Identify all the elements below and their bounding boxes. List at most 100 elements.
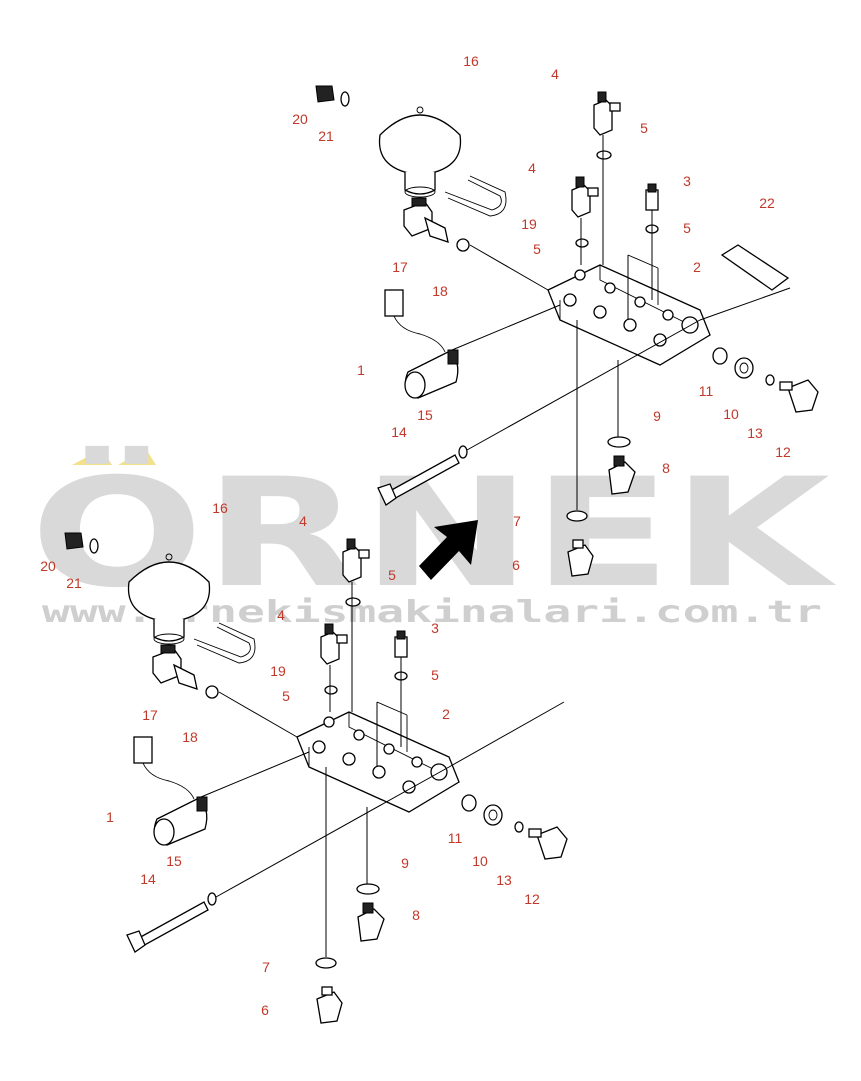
callout-label: 2 <box>693 259 701 275</box>
tee-fitting-mid <box>320 623 348 665</box>
watermark-accent-left <box>72 449 112 465</box>
o-ring-5b <box>324 685 338 695</box>
elbow-fitting <box>403 197 449 243</box>
callout-label: 1 <box>106 809 114 825</box>
adapter-10 <box>734 357 754 379</box>
tee-fitting-top <box>342 538 370 583</box>
callout-label: 22 <box>759 195 775 211</box>
assembly-lines <box>200 582 565 957</box>
tee-fitting-mid <box>571 176 599 218</box>
o-ring-5a <box>596 150 612 160</box>
callout-label: 20 <box>292 111 308 127</box>
cap-nut <box>315 85 350 107</box>
callout-label: 12 <box>775 444 791 460</box>
o-ring-11 <box>461 794 477 812</box>
callout-label: 6 <box>512 557 520 573</box>
direction-arrow <box>419 520 478 580</box>
callout-label: 19 <box>521 216 537 232</box>
o-ring-9 <box>607 436 631 448</box>
callout-label: 8 <box>412 907 420 923</box>
valve-block <box>296 701 460 813</box>
o-ring-5b <box>575 238 589 248</box>
callout-label: 11 <box>699 383 714 399</box>
elbow-fitting-8 <box>608 455 636 495</box>
o-ring-7 <box>566 510 588 522</box>
elbow-fitting-8 <box>357 902 385 942</box>
callout-label: 15 <box>166 853 182 869</box>
elbow-fitting-12 <box>779 379 819 413</box>
callout-label: 14 <box>140 871 156 887</box>
o-ring-5a <box>345 597 361 607</box>
callout-label: 17 <box>392 259 408 275</box>
elbow-fitting <box>152 644 198 690</box>
accumulator <box>127 553 211 645</box>
callout-label: 5 <box>431 667 439 683</box>
callout-label: 18 <box>182 729 198 745</box>
adapter-10 <box>483 804 503 826</box>
callout-label: 12 <box>524 891 540 907</box>
callout-label: 5 <box>640 120 648 136</box>
callout-label: 15 <box>417 407 433 423</box>
solenoid-coil <box>133 736 208 846</box>
callout-label: 4 <box>299 513 307 529</box>
callout-label: 17 <box>142 707 158 723</box>
solenoid-coil <box>384 289 459 399</box>
u-pipe <box>193 622 256 664</box>
elbow-fitting-6 <box>567 539 594 577</box>
callout-label: 11 <box>448 830 463 846</box>
u-pipe <box>444 175 507 217</box>
callout-label: 19 <box>270 663 286 679</box>
o-ring <box>456 238 470 252</box>
upper-valve-assembly <box>315 85 819 577</box>
callout-label: 16 <box>463 53 479 69</box>
o-ring-7 <box>315 957 337 969</box>
callout-label: 13 <box>747 425 763 441</box>
valve-block <box>547 254 711 366</box>
callout-label: 2 <box>442 706 450 722</box>
callout-label: 4 <box>528 160 536 176</box>
callout-label: 20 <box>40 558 56 574</box>
callout-label: 13 <box>496 872 512 888</box>
elbow-fitting-6 <box>316 986 343 1024</box>
washer-15 <box>458 445 468 459</box>
o-ring-13 <box>765 374 775 386</box>
plug-fitting <box>394 630 408 658</box>
o-ring <box>205 685 219 699</box>
plug-fitting <box>645 183 659 211</box>
callout-label: 4 <box>277 607 285 623</box>
callout-label: 10 <box>723 406 739 422</box>
callout-label: 9 <box>401 855 409 871</box>
callout-label: 1 <box>357 362 365 378</box>
o-ring-13 <box>514 821 524 833</box>
callout-label: 5 <box>683 220 691 236</box>
callout-label: 9 <box>653 408 661 424</box>
callout-label: 5 <box>282 688 290 704</box>
callout-label: 4 <box>551 66 559 82</box>
bracket-plate <box>720 244 790 291</box>
callout-label: 7 <box>262 959 270 975</box>
elbow-fitting-12 <box>528 826 568 860</box>
callout-label: 16 <box>212 500 228 516</box>
watermark-accent-right <box>118 449 156 465</box>
callout-label: 14 <box>391 424 407 440</box>
o-ring-11 <box>712 347 728 365</box>
callout-label: 7 <box>513 513 521 529</box>
callout-label: 5 <box>533 241 541 257</box>
callout-label: 3 <box>431 620 439 636</box>
callout-label: 21 <box>318 128 334 144</box>
callout-label: 18 <box>432 283 448 299</box>
callout-label: 21 <box>66 575 82 591</box>
assembly-lines <box>451 135 791 510</box>
callout-label: 10 <box>472 853 488 869</box>
callout-label: 6 <box>261 1002 269 1018</box>
bolt <box>377 454 460 506</box>
callout-label: 3 <box>683 173 691 189</box>
tee-fitting-top <box>593 91 621 136</box>
bolt <box>126 901 209 953</box>
washer-15 <box>207 892 217 906</box>
callout-label: 5 <box>388 567 396 583</box>
accumulator <box>378 106 462 198</box>
